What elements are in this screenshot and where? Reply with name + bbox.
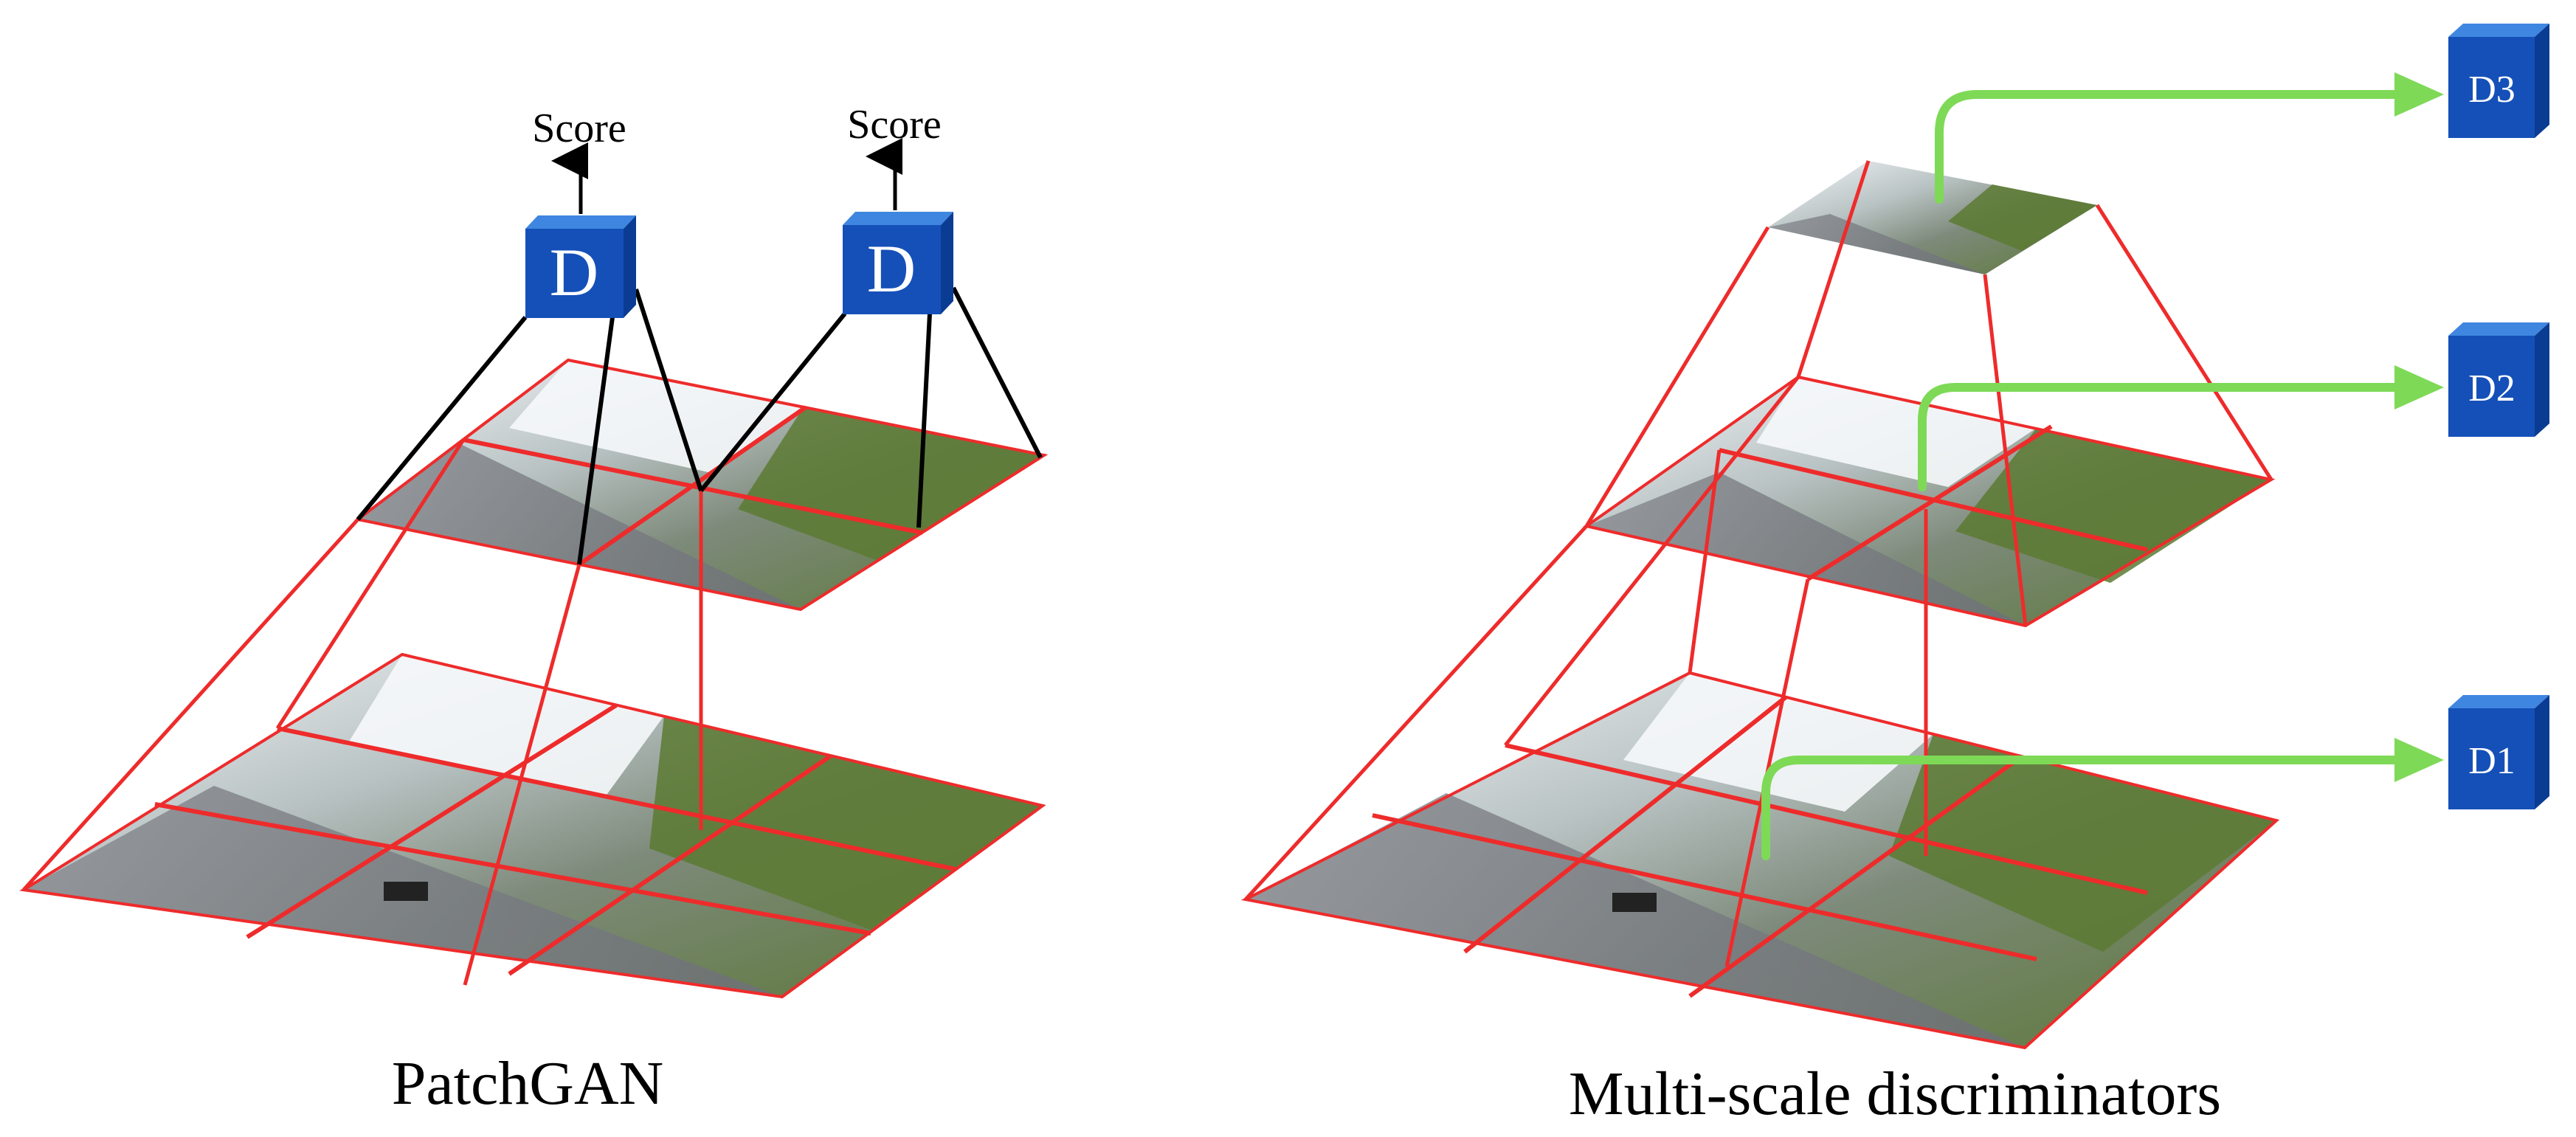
- d3-label: D3: [2468, 69, 2515, 111]
- discriminator-cube-d1: D1: [2448, 695, 2549, 809]
- discriminator-2-label: D: [867, 231, 916, 306]
- discriminator-cube-d3: D3: [2448, 24, 2549, 138]
- green-arrowheads: [2394, 72, 2444, 782]
- score-label-1: Score: [532, 106, 626, 151]
- multiscale-bottom-image: [1240, 671, 2280, 1050]
- multiscale-group: D3 D2 D1 Multi-scale discriminators: [1240, 24, 2549, 1128]
- discriminator-1-label: D: [550, 235, 598, 310]
- patchgan-group: D Score D Score PatchGAN: [19, 102, 1049, 1118]
- car-shape: [384, 882, 428, 901]
- score-label-2: Score: [847, 102, 942, 148]
- patchgan-title: PatchGAN: [392, 1049, 664, 1118]
- d2-label: D2: [2468, 367, 2515, 409]
- green-arrow-d2: [1918, 383, 2410, 491]
- multiscale-title: Multi-scale discriminators: [1569, 1060, 2221, 1128]
- discriminator-cube-d2: D2: [2448, 322, 2549, 437]
- green-arrow-d3: [1935, 90, 2410, 204]
- d1-label: D1: [2468, 740, 2515, 782]
- patchgan-black-lines: [356, 286, 1043, 565]
- multiscale-middle-image: [1583, 375, 2276, 628]
- patchgan-bottom-image: [19, 652, 1046, 999]
- discriminator-cube-1: D: [525, 215, 636, 318]
- green-arrow-d1: [1761, 756, 2410, 860]
- multiscale-green-arrows: [1761, 90, 2410, 860]
- discriminator-cube-2: D: [843, 212, 953, 314]
- car-shape: [1612, 893, 1657, 912]
- multiscale-top-image: [1768, 161, 2097, 274]
- patchgan-red-lines: [22, 438, 703, 986]
